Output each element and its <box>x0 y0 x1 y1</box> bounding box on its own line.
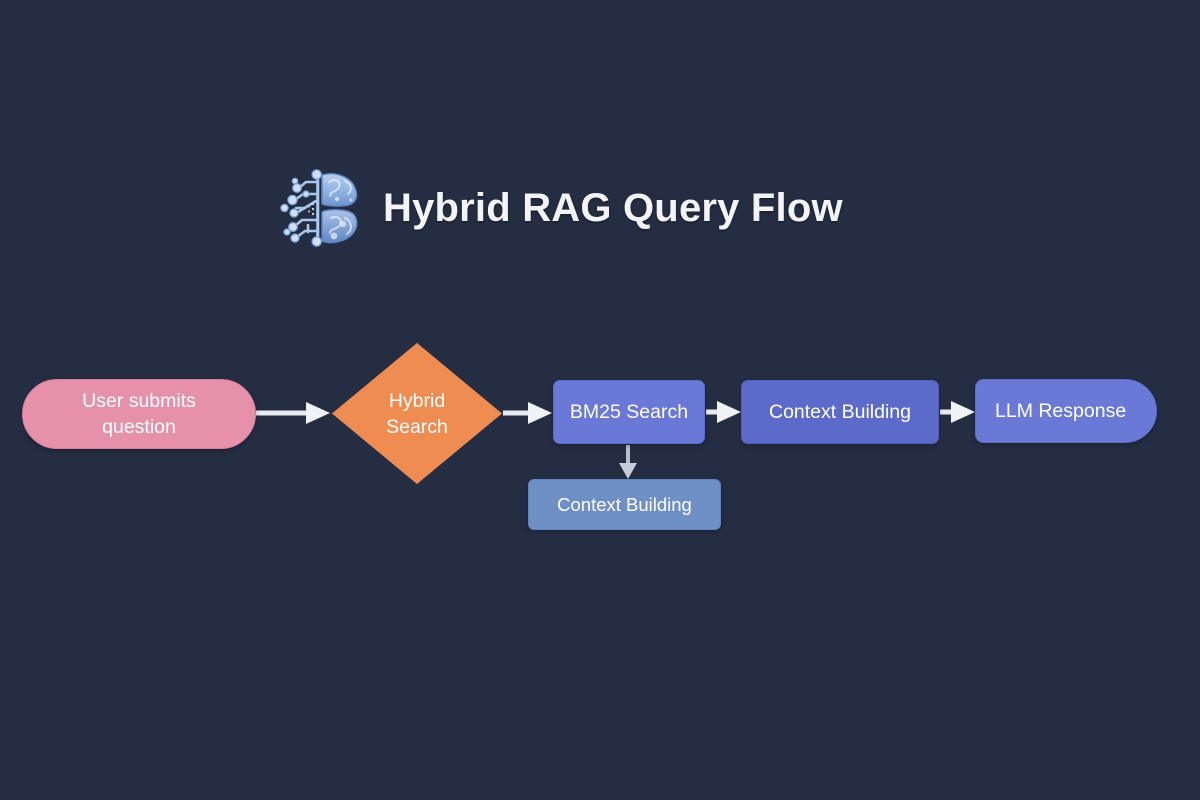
node-context-building-bottom[interactable]: Context Building <box>528 479 721 530</box>
node-label-line1: User submits <box>82 390 196 412</box>
edge-bm25-to-context-building-bottom <box>619 445 637 479</box>
edge-bm25-to-context-building <box>706 401 741 423</box>
node-user-submits-question[interactable]: User submits question <box>22 379 256 449</box>
node-label-line1: Hybrid <box>388 389 446 412</box>
node-label-line2: Search <box>386 415 448 438</box>
edge-user-to-hybrid <box>256 402 330 424</box>
node-llm-response[interactable]: LLM Response <box>975 379 1157 443</box>
node-label: Hybrid Search <box>386 388 448 440</box>
node-label: Context Building <box>557 493 692 515</box>
edge-hybrid-to-bm25 <box>503 402 552 424</box>
edge-context-building-to-llm <box>940 401 975 423</box>
page-title: Hybrid RAG Query Flow <box>383 185 843 230</box>
node-context-building[interactable]: Context Building <box>741 380 939 444</box>
node-label: Context Building <box>768 401 911 423</box>
brain-icon <box>280 169 358 247</box>
node-label-line2: question <box>102 416 176 438</box>
node-hybrid-search[interactable]: Hybrid Search <box>332 343 502 484</box>
node-label: BM25 Search <box>569 401 689 423</box>
node-label: LLM Response <box>995 400 1127 422</box>
node-label: User submits question <box>82 388 196 440</box>
diagram-title-block: Hybrid RAG Query Flow <box>275 168 843 248</box>
node-bm25-search[interactable]: BM25 Search <box>553 380 705 444</box>
